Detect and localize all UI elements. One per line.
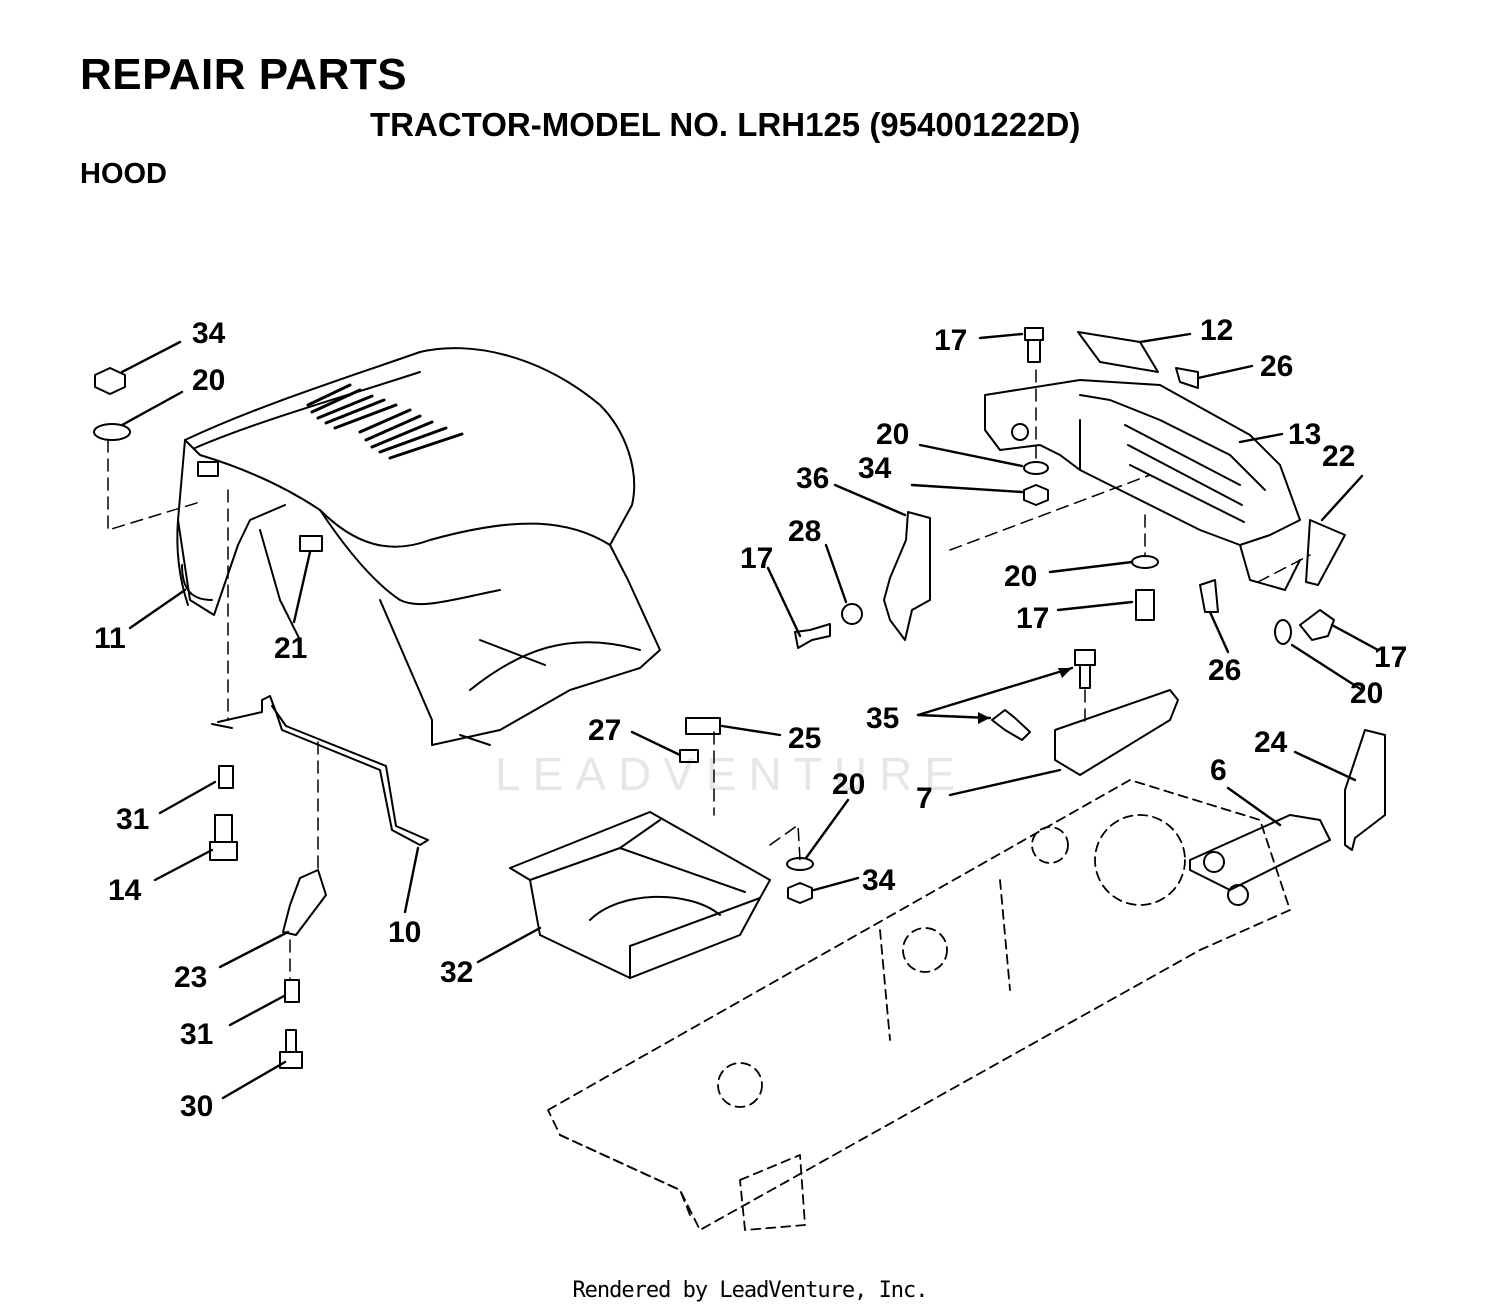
leader-lines <box>120 332 1380 1100</box>
callout-27: 27 <box>588 714 621 747</box>
callout-14: 14 <box>108 874 142 907</box>
callout-24: 24 <box>1254 726 1288 759</box>
hood-part <box>176 347 661 746</box>
model-number: TRACTOR-MODEL NO. LRH125 (954001222D) <box>370 106 1081 143</box>
callout-17: 17 <box>1374 641 1407 674</box>
callout-32: 32 <box>440 956 473 989</box>
battery-tray-part <box>509 811 771 979</box>
callout-31: 31 <box>180 1018 213 1051</box>
section-title: HOOD <box>80 158 167 190</box>
callout-12: 12 <box>1200 314 1233 347</box>
alignment-lines <box>107 369 1311 981</box>
callout-20: 20 <box>876 418 909 451</box>
plate-part <box>1077 331 1159 373</box>
callout-13: 13 <box>1288 418 1321 451</box>
callout-6: 6 <box>1210 754 1227 787</box>
callout-21: 21 <box>274 632 307 665</box>
callout-22: 22 <box>1322 440 1355 473</box>
callout-26: 26 <box>1260 350 1293 383</box>
callout-34: 34 <box>858 452 892 485</box>
callout-17: 17 <box>1016 602 1049 635</box>
footer-credit: Rendered by LeadVenture, Inc. <box>572 1278 928 1303</box>
callout-25: 25 <box>788 722 821 755</box>
front-grille-part <box>984 379 1301 591</box>
tractor-frame-part <box>547 779 1291 1231</box>
callout-30: 30 <box>180 1090 213 1123</box>
callout-26: 26 <box>1208 654 1241 687</box>
callout-34: 34 <box>192 317 226 350</box>
callout-17: 17 <box>934 324 967 357</box>
callout-10: 10 <box>388 916 421 949</box>
support-bracket-part <box>211 695 429 846</box>
callout-31: 31 <box>116 803 149 836</box>
page-title: REPAIR PARTS <box>80 50 408 99</box>
watermark-text: LEADVENTURE <box>495 748 967 800</box>
callout-20: 20 <box>1350 677 1383 710</box>
mounting-bracket-part <box>883 511 931 641</box>
hardware-parts <box>93 327 1335 1069</box>
axle-bracket-part <box>1189 814 1331 906</box>
callout-17: 17 <box>740 542 773 575</box>
callout-7: 7 <box>916 782 933 815</box>
callout-35: 35 <box>866 702 899 735</box>
callout-20: 20 <box>1004 560 1037 593</box>
callout-36: 36 <box>796 462 829 495</box>
callout-28: 28 <box>788 515 821 548</box>
callout-34: 34 <box>862 864 896 897</box>
callout-20: 20 <box>832 768 865 801</box>
callout-11: 11 <box>94 622 126 655</box>
angle-bracket-part <box>1344 729 1386 851</box>
callout-23: 23 <box>174 961 207 994</box>
support-arm-part <box>1054 689 1179 776</box>
side-plate-part <box>1305 519 1346 586</box>
callout-20: 20 <box>192 364 225 397</box>
